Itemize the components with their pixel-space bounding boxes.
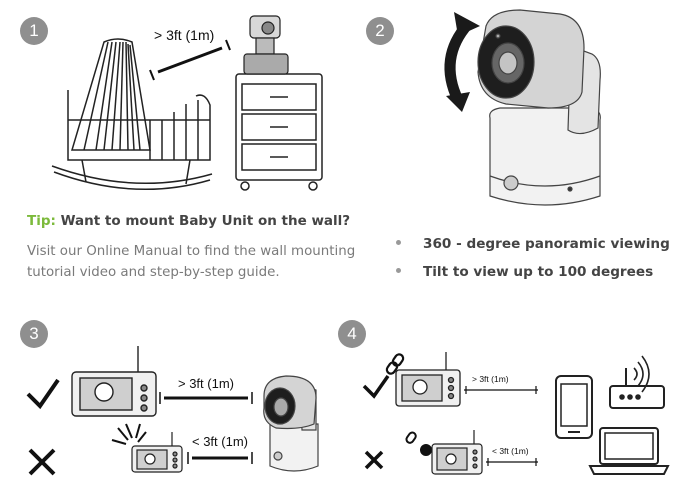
parent-unit-good xyxy=(395,352,461,407)
step-3-badge: 3 xyxy=(20,320,48,348)
cross-icon xyxy=(364,450,384,470)
step4-bad-arrow xyxy=(486,458,538,466)
router-icon xyxy=(609,368,665,409)
parent-unit-good xyxy=(71,346,157,417)
tip-body: Visit our Online Manual to find the wall… xyxy=(27,244,356,280)
step1-distance-label: > 3ft (1m) xyxy=(154,27,214,43)
bullet-icon xyxy=(396,267,401,273)
bullet-icon xyxy=(396,239,401,245)
link-icon xyxy=(385,353,405,375)
step-1-badge: 1 xyxy=(20,17,48,45)
checkmark-icon xyxy=(362,374,390,399)
feature-label: 360 - degree panoramic viewing xyxy=(423,236,670,252)
tip-heading: Tip: Want to mount Baby Unit on the wall… xyxy=(27,213,350,229)
parent-unit-bad xyxy=(131,432,183,473)
feature-label: Tilt to view up to 100 degrees xyxy=(423,264,654,280)
feature-item-tilt: Tilt to view up to 100 degrees xyxy=(396,264,653,280)
step4-good-distance: > 3ft (1m) xyxy=(472,374,509,384)
step3-good-distance: > 3ft (1m) xyxy=(178,376,234,391)
tip-heading-text: Want to mount Baby Unit on the wall? xyxy=(60,213,351,229)
wifi-signal-icon xyxy=(633,355,650,393)
step3-good-arrow xyxy=(159,392,253,404)
parent-unit-bad xyxy=(431,430,483,475)
baby-camera-large xyxy=(477,9,601,206)
feature-item-panoramic: 360 - degree panoramic viewing xyxy=(396,236,670,252)
tilt-arrow-icon xyxy=(444,12,480,112)
tip-prefix: Tip: xyxy=(27,213,56,229)
laptop-icon xyxy=(588,427,670,475)
baby-unit-camera xyxy=(263,375,319,472)
step3-bad-arrow xyxy=(187,452,253,464)
camera-small-illustration xyxy=(243,15,289,75)
step1-distance-arrow xyxy=(149,39,231,81)
step-4-badge: 4 xyxy=(338,320,366,348)
step3-bad-distance: < 3ft (1m) xyxy=(192,434,248,449)
smartphone-icon xyxy=(555,375,593,439)
crib-illustration xyxy=(51,38,213,190)
interference-burst-icon xyxy=(111,423,147,445)
step4-good-arrow xyxy=(464,386,538,394)
checkmark-icon xyxy=(26,378,60,410)
cross-icon xyxy=(28,448,56,476)
step-2-badge: 2 xyxy=(366,17,394,45)
step4-bad-distance: < 3ft (1m) xyxy=(492,446,529,456)
broken-link-icon xyxy=(405,431,432,456)
